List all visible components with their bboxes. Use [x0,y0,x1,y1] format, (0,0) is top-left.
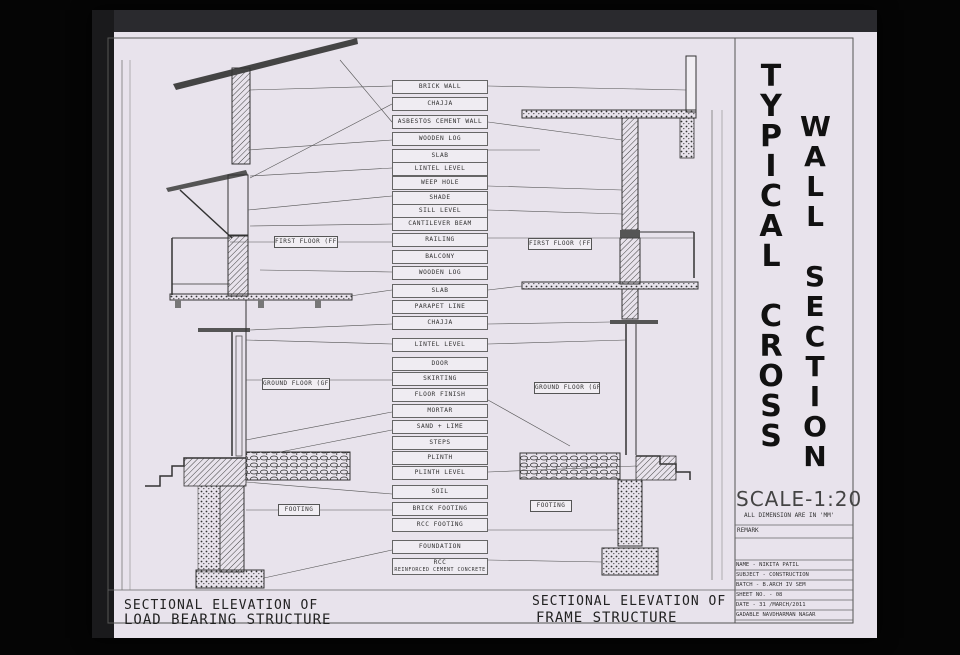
left-first-floor-label: FIRST FLOOR (FFL) [274,236,338,248]
legend-item: SLAB [392,149,488,163]
sheet-top-shadow [92,10,877,32]
legend-item: SOIL [392,485,488,499]
left-caption-line2: LOAD BEARING STRUCTURE [124,612,332,628]
right-ground-floor-label: GROUND FLOOR (GFL) [534,382,600,394]
legend-item: SKIRTING [392,372,488,386]
legend-item: WEEP HOLE [392,176,488,190]
title-block-sheet: SHEET NO. - 08 [736,592,783,598]
legend-item: MORTAR [392,404,488,418]
legend-item: REINFORCED CEMENT CONCRETE [392,566,488,575]
legend-item: FOUNDATION [392,540,488,554]
legend-item: RCC [392,558,488,566]
remark-label: REMARK [737,527,759,534]
legend-item: BALCONY [392,250,488,264]
legend-item: SLAB [392,284,488,298]
legend-item: ASBESTOS CEMENT WALL [392,115,488,129]
right-caption-line1: SECTIONAL ELEVATION OF [532,594,727,609]
legend-item: CANTILEVER BEAM [392,217,488,231]
legend-item: PARAPET LINE [392,300,488,314]
legend-item: RAILING [392,233,488,247]
legend-item: WOODEN LOG [392,132,488,146]
left-footing-label: FOOTING [278,504,320,516]
legend-item: BRICK FOOTING [392,502,488,516]
left-ground-floor-label: GROUND FLOOR (GFL) [262,378,330,390]
legend-item: DOOR [392,357,488,371]
dimension-note: ALL DIMENSION ARE IN 'MM' [744,512,835,519]
title-block-date: DATE - 31 /MARCH/2011 [736,602,806,608]
legend-item: RCC FOOTING [392,518,488,532]
scale-label: SCALE-1:20 [736,487,863,511]
title-block-batch: BATCH - B.ARCH IV SEM [736,582,806,588]
legend-item: LINTEL LEVEL [392,162,488,176]
legend-item: PLINTH [392,451,488,465]
legend-item: SILL LEVEL [392,204,488,218]
legend-item: SAND + LIME [392,420,488,434]
title-block-subject: SUBJECT - CONSTRUCTION [736,572,809,578]
right-first-floor-label: FIRST FLOOR (FFL) [528,238,592,250]
legend-item: PLINTH LEVEL [392,466,488,480]
legend-item: CHAJJA [392,97,488,111]
legend-item: SHADE [392,191,488,205]
legend-item: FLOOR FINISH [392,388,488,402]
legend-item: CHAJJA [392,316,488,330]
legend-item: BRICK WALL [392,80,488,94]
left-caption-line1: SECTIONAL ELEVATION OF [124,598,319,613]
right-caption-line2: FRAME STRUCTURE [536,610,678,626]
legend-item: WOODEN LOG [392,266,488,280]
legend-item: LINTEL LEVEL [392,338,488,352]
title-block-college: GADABLE NAVDHARMAN NAGAR [736,612,816,618]
legend-item: STEPS [392,436,488,450]
right-footing-label: FOOTING [530,500,572,512]
title-block-name: NAME - NIKITA PATIL [736,562,799,568]
